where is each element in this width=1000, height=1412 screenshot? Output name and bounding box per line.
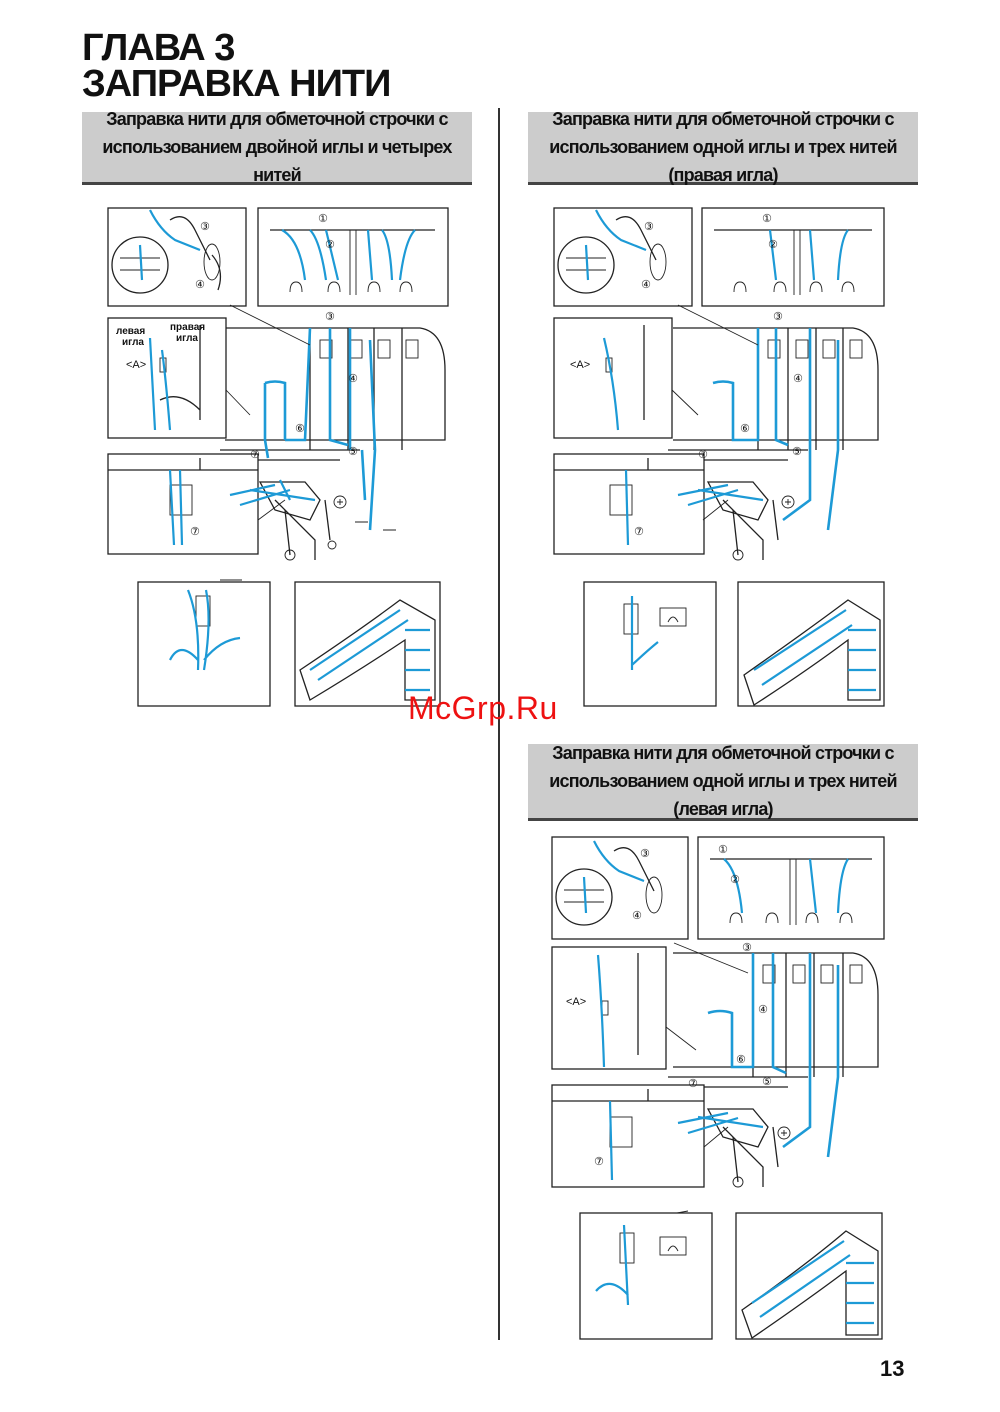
threading-diagram-three-thread-left: ③ ④ ① ② <A> ⑦ ③ ④ ⑥ ⑤ ⑦	[551, 836, 885, 1340]
svg-text:④: ④	[632, 909, 642, 922]
point-a-label: <A>	[566, 996, 586, 1008]
inset-needle-detail	[579, 1212, 713, 1340]
threading-diagram-four-thread: ③ ④ ① ② левая игла правая игла <A> ⑦ ③ ④…	[107, 207, 449, 707]
inset-hand-threading	[107, 207, 247, 307]
section-title-line2: использованием двойной иглы и четырех ни…	[102, 137, 452, 185]
svg-text:③: ③	[325, 310, 335, 323]
svg-text:②: ②	[768, 238, 778, 251]
svg-text:②: ②	[730, 873, 740, 886]
point-a-label: <A>	[126, 359, 146, 371]
svg-text:③: ③	[200, 220, 210, 233]
inset-needle-bar	[551, 1084, 705, 1188]
inset-needle-detail	[583, 581, 717, 707]
svg-text:③: ③	[640, 847, 650, 860]
inset-needles: <A>	[553, 317, 673, 439]
section-header-three-thread-left: Заправка нити для обметочной строчки с и…	[528, 743, 918, 821]
svg-text:⑦: ⑦	[250, 448, 260, 461]
svg-text:④: ④	[195, 278, 205, 291]
section-title-line1: Заправка нити для обметочной строчки с	[106, 109, 448, 129]
section-title-line1: Заправка нити для обметочной строчки с	[552, 743, 894, 763]
svg-text:⑤: ⑤	[348, 445, 358, 458]
section-title-line2: использованием одной иглы и трех нитей (…	[549, 137, 897, 185]
svg-text:⑦: ⑦	[190, 525, 200, 538]
svg-text:④: ④	[758, 1003, 768, 1016]
inset-thread-guide	[697, 836, 885, 940]
svg-text:⑦: ⑦	[698, 448, 708, 461]
threading-diagram-three-thread-right: ③ ④ ① ② <A> ⑦ ③ ④ ⑥ ⑤ ⑦	[553, 207, 885, 707]
chapter-name: ЗАПРАВКА НИТИ	[82, 63, 391, 105]
svg-text:①: ①	[762, 212, 772, 225]
svg-text:⑥: ⑥	[740, 422, 750, 435]
svg-text:⑦: ⑦	[634, 525, 644, 538]
chapter-number: ГЛАВА 3	[82, 27, 235, 69]
inset-needles: левая игла правая игла <A>	[107, 317, 227, 439]
inset-stitch-result	[735, 1212, 883, 1340]
svg-text:⑥: ⑥	[736, 1053, 746, 1066]
left-needle-label: игла	[122, 337, 144, 348]
svg-text:③: ③	[644, 220, 654, 233]
svg-text:③: ③	[773, 310, 783, 323]
chapter-title: ГЛАВА 3 ЗАПРАВКА НИТИ	[82, 27, 391, 105]
machine-body	[220, 327, 446, 561]
inset-needle-detail	[137, 581, 271, 707]
point-a-label: <A>	[570, 359, 590, 371]
inset-hand-threading	[553, 207, 693, 307]
inset-thread-guide	[701, 207, 885, 307]
section-title-line2: использованием одной иглы и трех нитей (…	[549, 771, 897, 819]
inset-thread-guide	[257, 207, 449, 307]
right-needle-label: правая	[170, 322, 205, 333]
svg-text:④: ④	[348, 372, 358, 385]
svg-text:①: ①	[718, 843, 728, 856]
inset-needle-bar	[553, 453, 705, 555]
left-needle-label: левая	[116, 326, 145, 337]
inset-needles: <A>	[551, 946, 667, 1070]
watermark: McGrp.Ru	[408, 690, 558, 726]
svg-text:②: ②	[325, 238, 335, 251]
svg-text:⑤: ⑤	[792, 445, 802, 458]
section-header-four-thread: Заправка нити для обметочной строчки с и…	[82, 109, 472, 185]
right-needle-label: игла	[176, 333, 198, 344]
inset-stitch-result	[294, 581, 441, 707]
svg-text:⑤: ⑤	[762, 1075, 772, 1088]
svg-text:④: ④	[641, 278, 651, 291]
svg-text:⑦: ⑦	[688, 1077, 698, 1090]
svg-text:⑥: ⑥	[295, 422, 305, 435]
inset-stitch-result	[737, 581, 885, 707]
section-header-three-thread-right: Заправка нити для обметочной строчки с и…	[528, 109, 918, 185]
svg-text:④: ④	[793, 372, 803, 385]
inset-hand-threading	[551, 836, 689, 940]
svg-text:③: ③	[742, 941, 752, 954]
svg-text:①: ①	[318, 212, 328, 225]
section-title-line1: Заправка нити для обметочной строчки с	[552, 109, 894, 129]
svg-text:⑦: ⑦	[594, 1155, 604, 1168]
column-divider	[498, 108, 500, 1340]
page-number: 13	[880, 1356, 905, 1381]
inset-needle-bar	[107, 453, 259, 555]
